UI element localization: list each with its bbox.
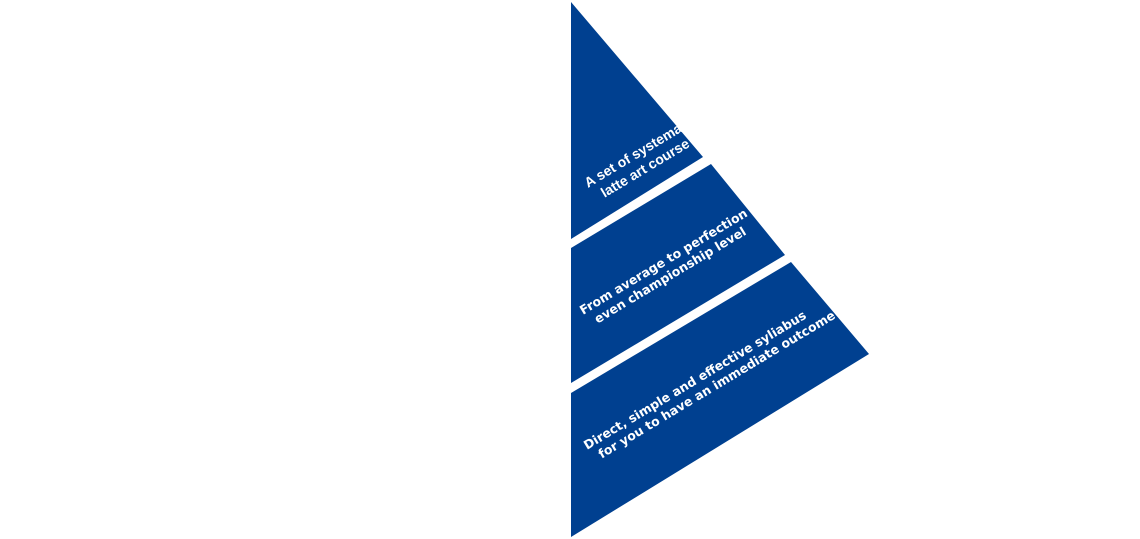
segment-top-shape <box>571 2 703 239</box>
segment-middle-shape <box>571 164 785 383</box>
segment-bottom-shape <box>571 262 869 537</box>
segment-top: A set of systematic latte art course <box>571 2 703 239</box>
